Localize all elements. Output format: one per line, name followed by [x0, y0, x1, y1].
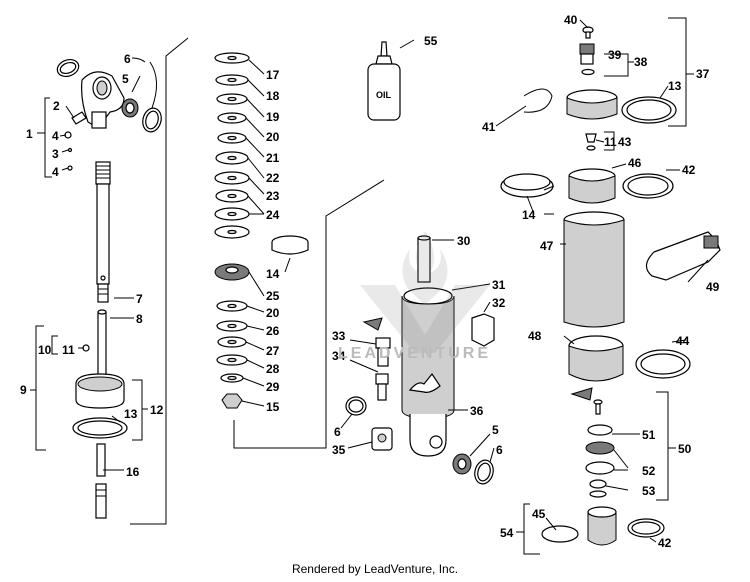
shaft-bearing-assembly	[72, 309, 128, 519]
part-label-51: 51	[642, 428, 656, 442]
part-label-24: 24	[266, 208, 280, 222]
part-label-10: 10	[38, 343, 52, 357]
reservoir-body	[563, 211, 721, 328]
part-label-34: 34	[332, 349, 346, 363]
part-label-6: 6	[124, 52, 131, 66]
part-label-15: 15	[266, 400, 280, 414]
part-label-43: 43	[618, 135, 632, 149]
part-label-31: 31	[492, 278, 506, 292]
right-leaders	[495, 19, 709, 543]
part-label-11: 11	[604, 135, 617, 149]
part-label-49: 49	[706, 280, 720, 294]
part-label-40: 40	[564, 13, 578, 27]
part-label-12: 12	[150, 403, 164, 417]
part-label-2: 2	[53, 99, 60, 113]
part-label-20: 20	[266, 130, 280, 144]
reservoir-hose-fittings	[345, 317, 494, 485]
assembly-divider-lines	[130, 37, 385, 525]
part-label-27: 27	[266, 344, 280, 358]
left-brackets	[30, 97, 148, 451]
part-label-29: 29	[266, 380, 280, 394]
part-label-42: 42	[682, 163, 696, 177]
part-label-8: 8	[136, 312, 143, 326]
part-label-26: 26	[266, 324, 280, 338]
shim-stack	[214, 52, 309, 409]
shock-body	[401, 235, 495, 457]
part-label-21: 21	[266, 151, 280, 165]
part-label-5: 5	[122, 72, 129, 86]
part-label-6: 6	[334, 425, 341, 439]
center-leaders	[340, 239, 495, 463]
part-label-18: 18	[266, 89, 280, 103]
part-label-19: 19	[266, 110, 280, 124]
part-label-53: 53	[642, 484, 656, 498]
part-label-30: 30	[457, 234, 471, 248]
part-label-32: 32	[492, 296, 506, 310]
part-label-39: 39	[608, 48, 622, 62]
oil-bottle-label: OIL	[376, 90, 392, 100]
part-label-33: 33	[332, 329, 346, 343]
footer-credit: Rendered by LeadVenture, Inc.	[291, 562, 459, 576]
part-label-47: 47	[540, 239, 554, 253]
part-label-45: 45	[532, 507, 546, 521]
part-label-52: 52	[642, 464, 656, 478]
part-label-20: 20	[266, 306, 280, 320]
part-label-1: 1	[26, 127, 33, 141]
shim-leaders	[241, 59, 291, 407]
part-label-50: 50	[678, 442, 692, 456]
part-label-11: 11	[62, 343, 75, 357]
leadventure-watermark-logo	[360, 231, 490, 353]
part-label-4: 4	[52, 165, 59, 179]
right-brackets	[516, 17, 694, 555]
part-label-37: 37	[696, 67, 710, 81]
part-label-46: 46	[628, 156, 642, 170]
part-label-35: 35	[332, 443, 346, 457]
part-label-9: 9	[20, 383, 27, 397]
part-label-38: 38	[634, 55, 648, 69]
part-label-48: 48	[528, 329, 542, 343]
oil-bottle	[367, 39, 415, 121]
part-label-13: 13	[668, 79, 682, 93]
part-label-14: 14	[266, 267, 280, 281]
part-label-28: 28	[266, 362, 280, 376]
exploded-shock-diagram: 6 5 2 1 4 3 4 7 8 10 11 9 12 13 16 17 18…	[20, 13, 721, 555]
reservoir-piston-assembly	[500, 168, 674, 204]
part-label-36: 36	[470, 404, 484, 418]
part-number-labels: 6 5 2 1 4 3 4 7 8 10 11 9 12 13 16 17 18…	[20, 13, 720, 550]
part-label-16: 16	[126, 465, 140, 479]
part-label-5: 5	[492, 423, 499, 437]
eyelet-assembly	[56, 58, 162, 171]
part-label-55: 55	[424, 34, 438, 48]
part-label-3: 3	[52, 147, 59, 161]
part-label-6: 6	[496, 443, 503, 457]
part-label-25: 25	[266, 289, 280, 303]
part-label-13: 13	[124, 407, 138, 421]
piston-shaft	[95, 161, 111, 303]
part-label-22: 22	[266, 171, 280, 185]
reservoir-cap-assembly	[523, 26, 677, 151]
part-label-7: 7	[136, 292, 143, 306]
part-label-17: 17	[266, 68, 280, 82]
part-label-23: 23	[266, 189, 280, 203]
left-leaders	[59, 57, 157, 471]
compression-adjuster-assembly	[541, 399, 665, 546]
part-label-14: 14	[522, 208, 536, 222]
part-label-4: 4	[52, 129, 59, 143]
part-label-54: 54	[500, 526, 514, 540]
reservoir-end-cap	[568, 335, 691, 401]
watermark-text: LEADVENTURE	[338, 345, 492, 362]
part-label-44: 44	[676, 334, 690, 348]
part-label-42: 42	[658, 536, 672, 550]
part-label-41: 41	[482, 120, 496, 134]
